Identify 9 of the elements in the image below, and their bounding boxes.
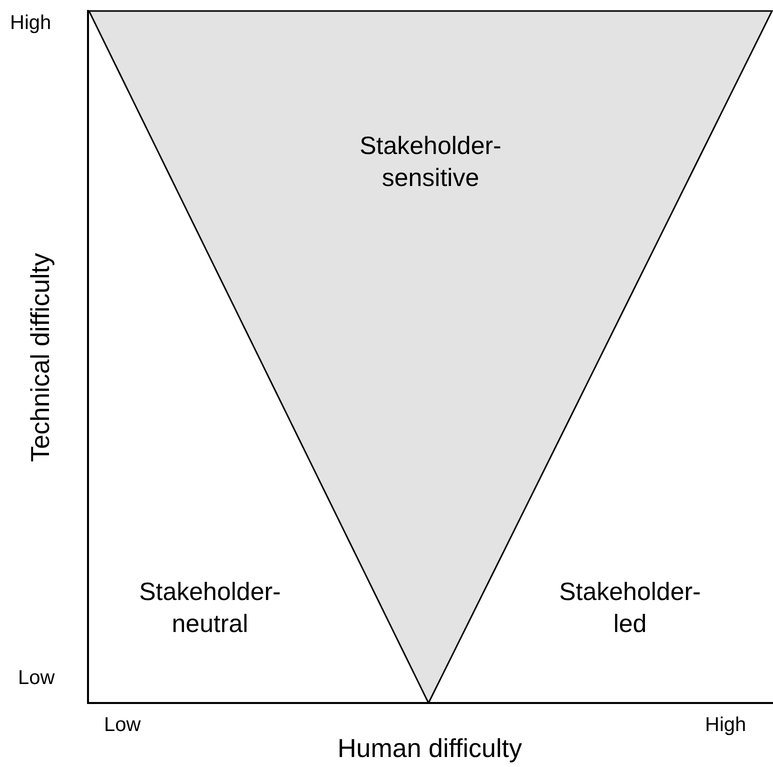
axis-tick-label: Low <box>18 667 55 690</box>
axis-title: Human difficulty <box>338 733 522 764</box>
region-label: Stakeholder- led <box>558 577 702 640</box>
region-label: Stakeholder- neutral <box>138 577 282 640</box>
axis-title: Technical difficulty <box>24 252 56 462</box>
axis-tick-label: High <box>705 714 746 737</box>
region-label: Stakeholder- sensitive <box>358 131 502 194</box>
axis-tick-label: Low <box>104 714 141 737</box>
axis-tick-label: High <box>10 12 52 35</box>
